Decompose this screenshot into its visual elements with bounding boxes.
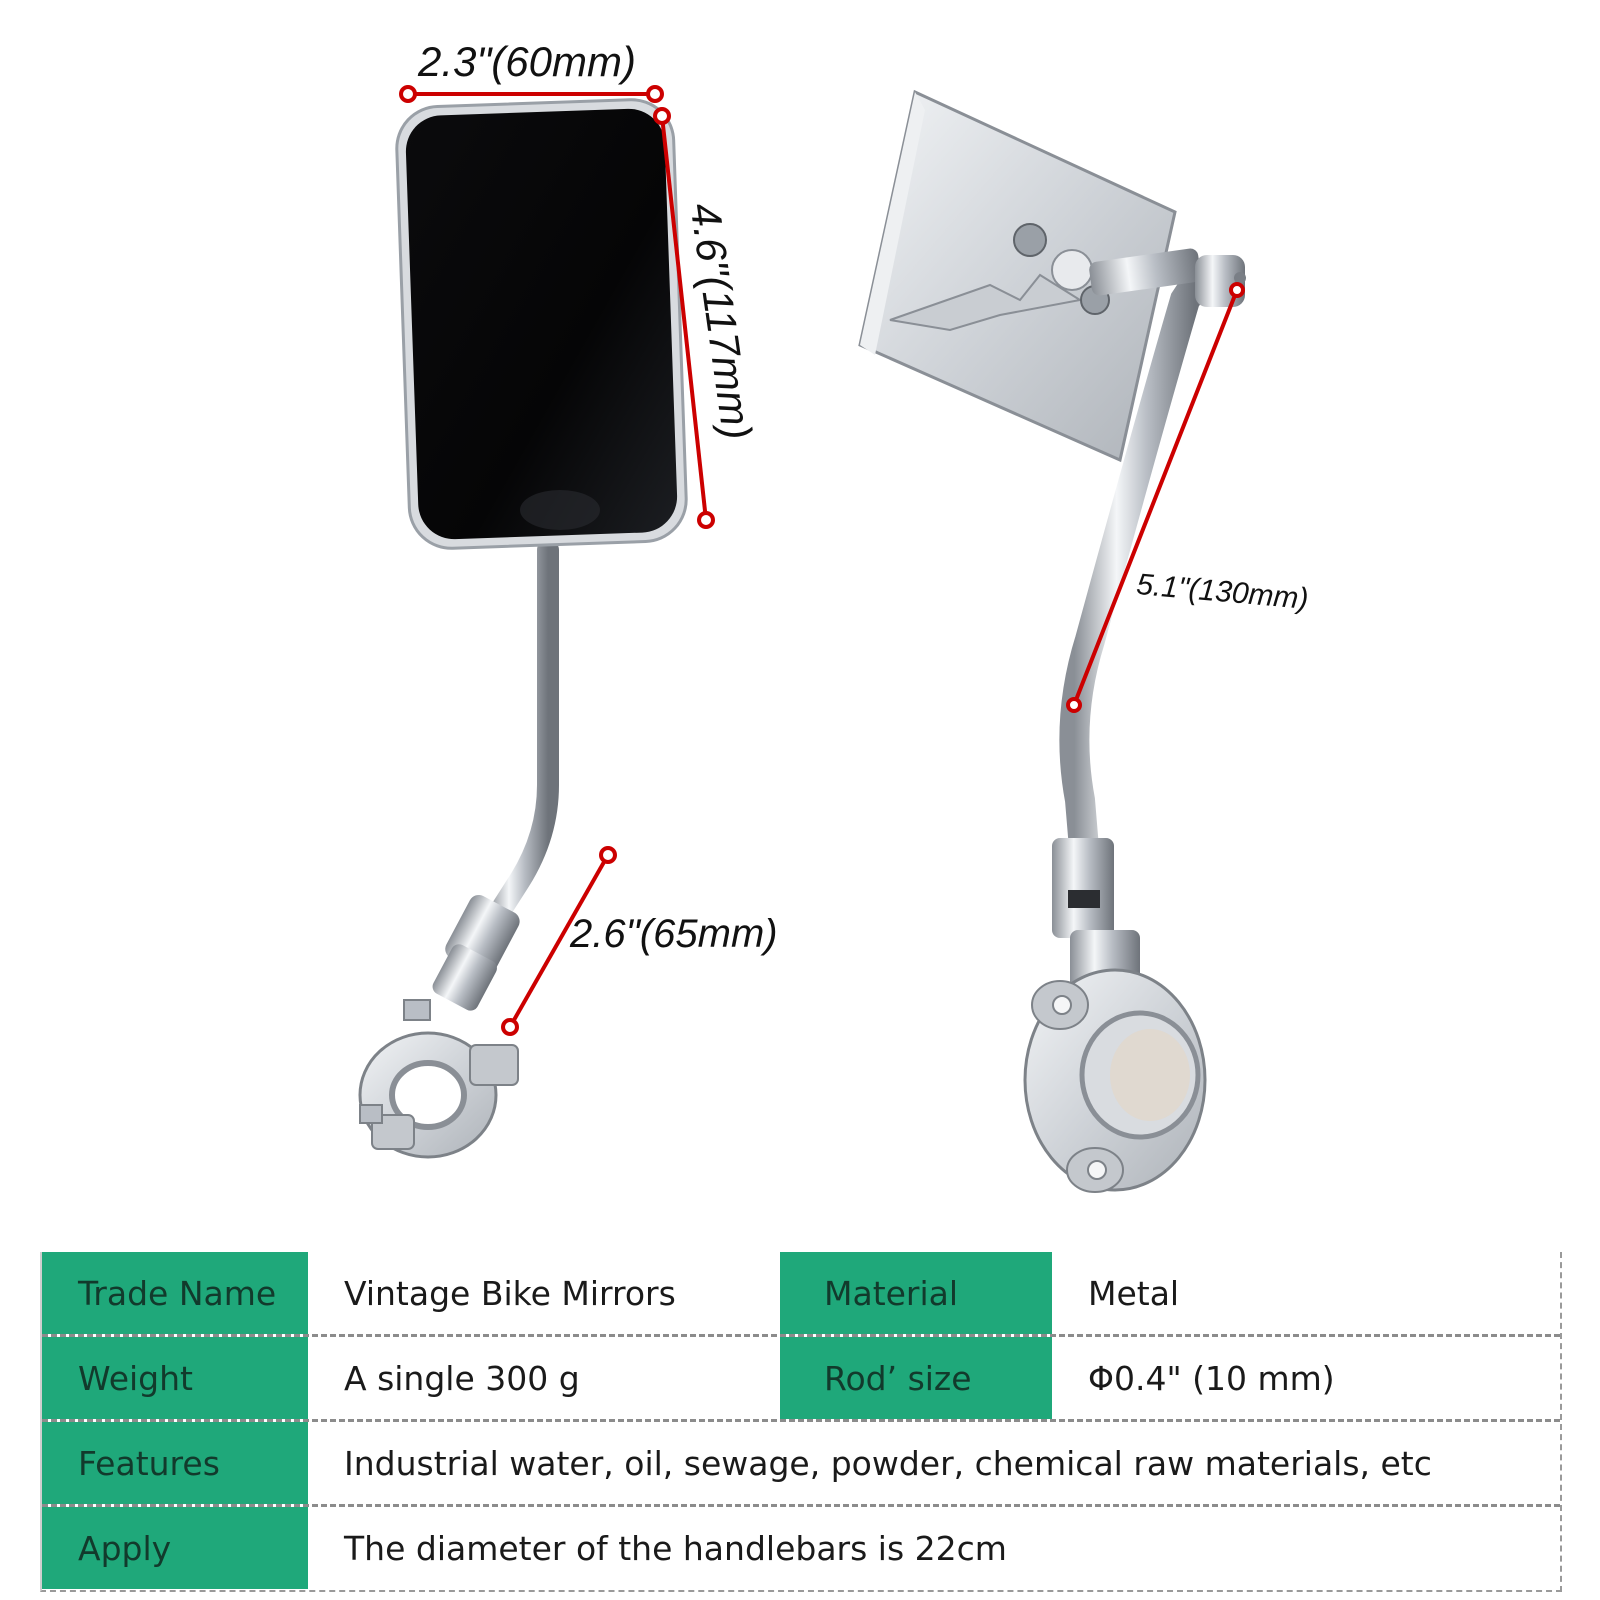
dimension-endpoint (653, 107, 671, 125)
spec-row-trade-name: Trade Name Vintage Bike Mirrors Material… (42, 1252, 1560, 1334)
material-value: Metal (1052, 1252, 1558, 1334)
height-dimension-line (660, 115, 708, 521)
right-mirror-joint (1052, 838, 1114, 938)
lower-arm-dimension-line (508, 854, 610, 1028)
weight-label: Weight (42, 1337, 308, 1419)
left-handlebar-clamp (358, 999, 519, 1159)
dimension-endpoint (646, 85, 664, 103)
dimension-endpoint (599, 846, 617, 864)
spec-row-features: Features Industrial water, oil, sewage, … (42, 1419, 1560, 1504)
dimension-endpoint (1066, 697, 1082, 713)
mirror-width-label: 2.3"(60mm) (418, 38, 636, 85)
product-illustration (358, 85, 1246, 1193)
lower-arm-length-label: 2.6"(65mm) (570, 912, 778, 956)
trade-name-label: Trade Name (42, 1252, 308, 1334)
right-mirror (858, 89, 1246, 1193)
features-label: Features (42, 1422, 308, 1504)
right-mirror-pivot (1089, 248, 1201, 296)
dimension-endpoint (501, 1018, 519, 1036)
left-mirror-glass (405, 108, 678, 540)
material-label: Material (780, 1252, 1052, 1334)
weight-value: A single 300 g (308, 1337, 780, 1419)
dimension-endpoint (1229, 282, 1245, 298)
spec-row-weight: Weight A single 300 g Rod’ size Φ0.4" (1… (42, 1334, 1560, 1419)
product-photo-area: 2.3"(60mm) 4.6"(117mm) 2.6"(65mm) 5.1"(1… (358, 38, 1310, 1193)
features-value: Industrial water, oil, sewage, powder, c… (308, 1422, 1558, 1504)
right-mirror-back-plate (858, 89, 1177, 463)
rod-size-value: Φ0.4" (10 mm) (1052, 1337, 1558, 1419)
apply-label: Apply (42, 1507, 308, 1589)
trade-name-value: Vintage Bike Mirrors (308, 1252, 780, 1334)
apply-value: The diameter of the handlebars is 22cm (308, 1507, 1558, 1589)
dimension-endpoint (399, 85, 417, 103)
spec-row-apply: Apply The diameter of the handlebars is … (42, 1504, 1560, 1589)
spec-table: Trade Name Vintage Bike Mirrors Material… (40, 1252, 1562, 1592)
left-mirror-rod (477, 539, 559, 941)
dimension-lines (399, 85, 1245, 1036)
left-mirror (358, 98, 688, 1159)
screw-icon (1013, 223, 1047, 257)
rod-size-label: Rod’ size (780, 1337, 1052, 1419)
rod-dimension-line (1072, 289, 1239, 706)
dimension-endpoint (697, 511, 715, 529)
right-handlebar-clamp (1023, 968, 1207, 1193)
right-mirror-rod (1059, 270, 1210, 875)
